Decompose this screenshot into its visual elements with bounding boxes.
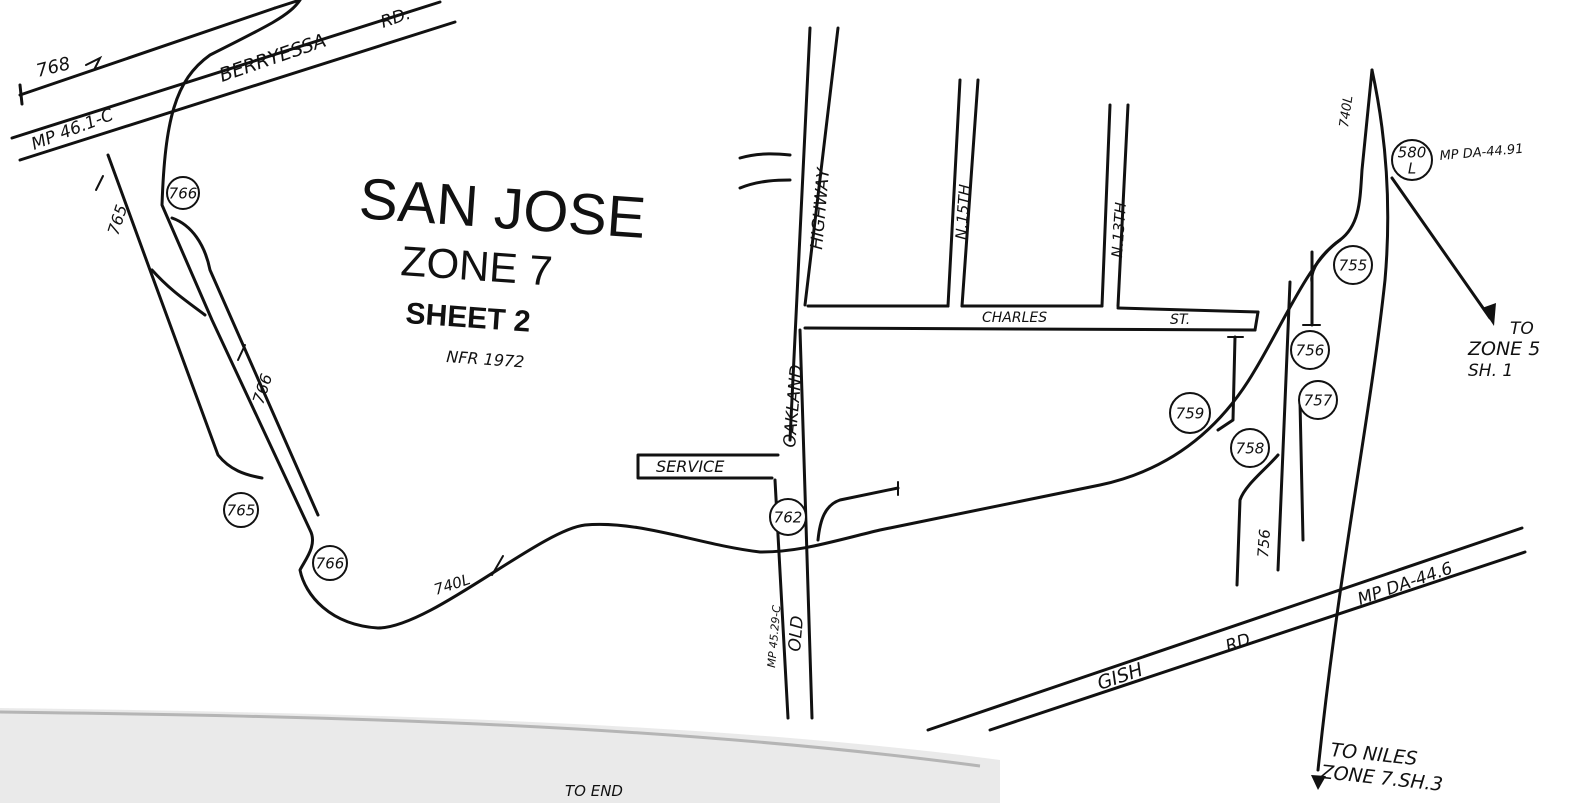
route-762-stub xyxy=(816,486,900,542)
marker-762: 762 xyxy=(769,498,807,536)
svg-text:757: 757 xyxy=(1304,392,1333,410)
title-sheet: SHEET 2 xyxy=(405,297,532,339)
road-label-highway: HIGHWAY xyxy=(807,166,834,251)
berryessa-road xyxy=(10,0,457,162)
route-765-connector xyxy=(150,268,207,317)
route-label-765: 765 xyxy=(104,202,132,237)
route-765-line xyxy=(106,153,264,480)
svg-text:766: 766 xyxy=(169,185,198,203)
niles-arrow xyxy=(1311,775,1326,790)
marker-757: 757 xyxy=(1298,380,1338,420)
road-label-charles-st: ST. xyxy=(1170,312,1190,328)
gish-road xyxy=(926,526,1527,732)
oakland-highway xyxy=(738,26,840,720)
svg-text:758: 758 xyxy=(1236,440,1265,458)
branch-lines-east xyxy=(1216,238,1342,587)
charles-street xyxy=(803,304,1260,332)
service-road xyxy=(636,453,780,480)
route-label-740-top: 740L xyxy=(1337,95,1356,129)
route-768-line xyxy=(18,0,302,106)
paper-fold xyxy=(0,708,1000,803)
dest-zone5-sheet: SH. 1 xyxy=(1468,361,1513,381)
svg-text:766: 766 xyxy=(316,555,345,573)
marker-759: 759 xyxy=(1169,392,1211,434)
dest-zone5-zone: ZONE 5 xyxy=(1467,338,1540,360)
milepost-oakland: MP 45.29-C xyxy=(765,604,783,668)
road-label-old: OLD xyxy=(785,615,808,653)
title-zone: ZONE 7 xyxy=(399,237,554,294)
route-740-main-line xyxy=(160,0,1374,630)
marker-580: 580 L xyxy=(1391,139,1433,181)
road-label-n13: N.13TH xyxy=(1108,202,1130,259)
route-to-niles xyxy=(1316,68,1390,772)
dest-end: TO END xyxy=(565,782,623,800)
marker-766-lower: 766 xyxy=(312,545,348,581)
svg-text:756: 756 xyxy=(1296,342,1325,360)
route-766-inner xyxy=(170,216,320,517)
svg-text:762: 762 xyxy=(774,509,803,527)
road-label-berryessa-rd: RD. xyxy=(378,4,413,33)
road-label-gish: GISH xyxy=(1094,659,1145,695)
marker-758: 758 xyxy=(1230,428,1270,468)
road-label-n15: N.15TH xyxy=(952,184,974,241)
n-15th-street xyxy=(946,78,980,308)
road-label-charles: CHARLES xyxy=(982,310,1047,326)
route-to-zone5 xyxy=(1390,176,1492,320)
marker-756: 756 xyxy=(1290,330,1330,370)
title-note: NFR 1972 xyxy=(446,347,525,371)
marker-766-upper: 766 xyxy=(166,176,200,210)
svg-text:759: 759 xyxy=(1176,405,1205,423)
marker-765: 765 xyxy=(223,492,259,528)
svg-text:765: 765 xyxy=(227,502,256,520)
zone5-arrow xyxy=(1482,303,1496,326)
svg-text:755: 755 xyxy=(1339,257,1368,275)
svg-text:580: 580 xyxy=(1398,144,1427,162)
n-13th-street xyxy=(1100,103,1130,308)
route-label-740-bottom: 740L xyxy=(432,570,473,599)
route-label-756: 756 xyxy=(1254,528,1274,558)
road-label-service: SERVICE xyxy=(656,457,725,476)
title-san-jose: SAN JOSE xyxy=(357,166,648,251)
road-label-gish-rd: RD. xyxy=(1223,628,1258,657)
svg-text:L: L xyxy=(1408,160,1416,178)
dest-zone5-to: TO xyxy=(1510,319,1534,339)
route-label-766: 766 xyxy=(249,371,277,406)
road-label-berryessa: BERRYESSA xyxy=(216,30,329,87)
marker-755: 755 xyxy=(1333,245,1373,285)
milepost-580: MP DA-44.91 xyxy=(1439,142,1524,164)
